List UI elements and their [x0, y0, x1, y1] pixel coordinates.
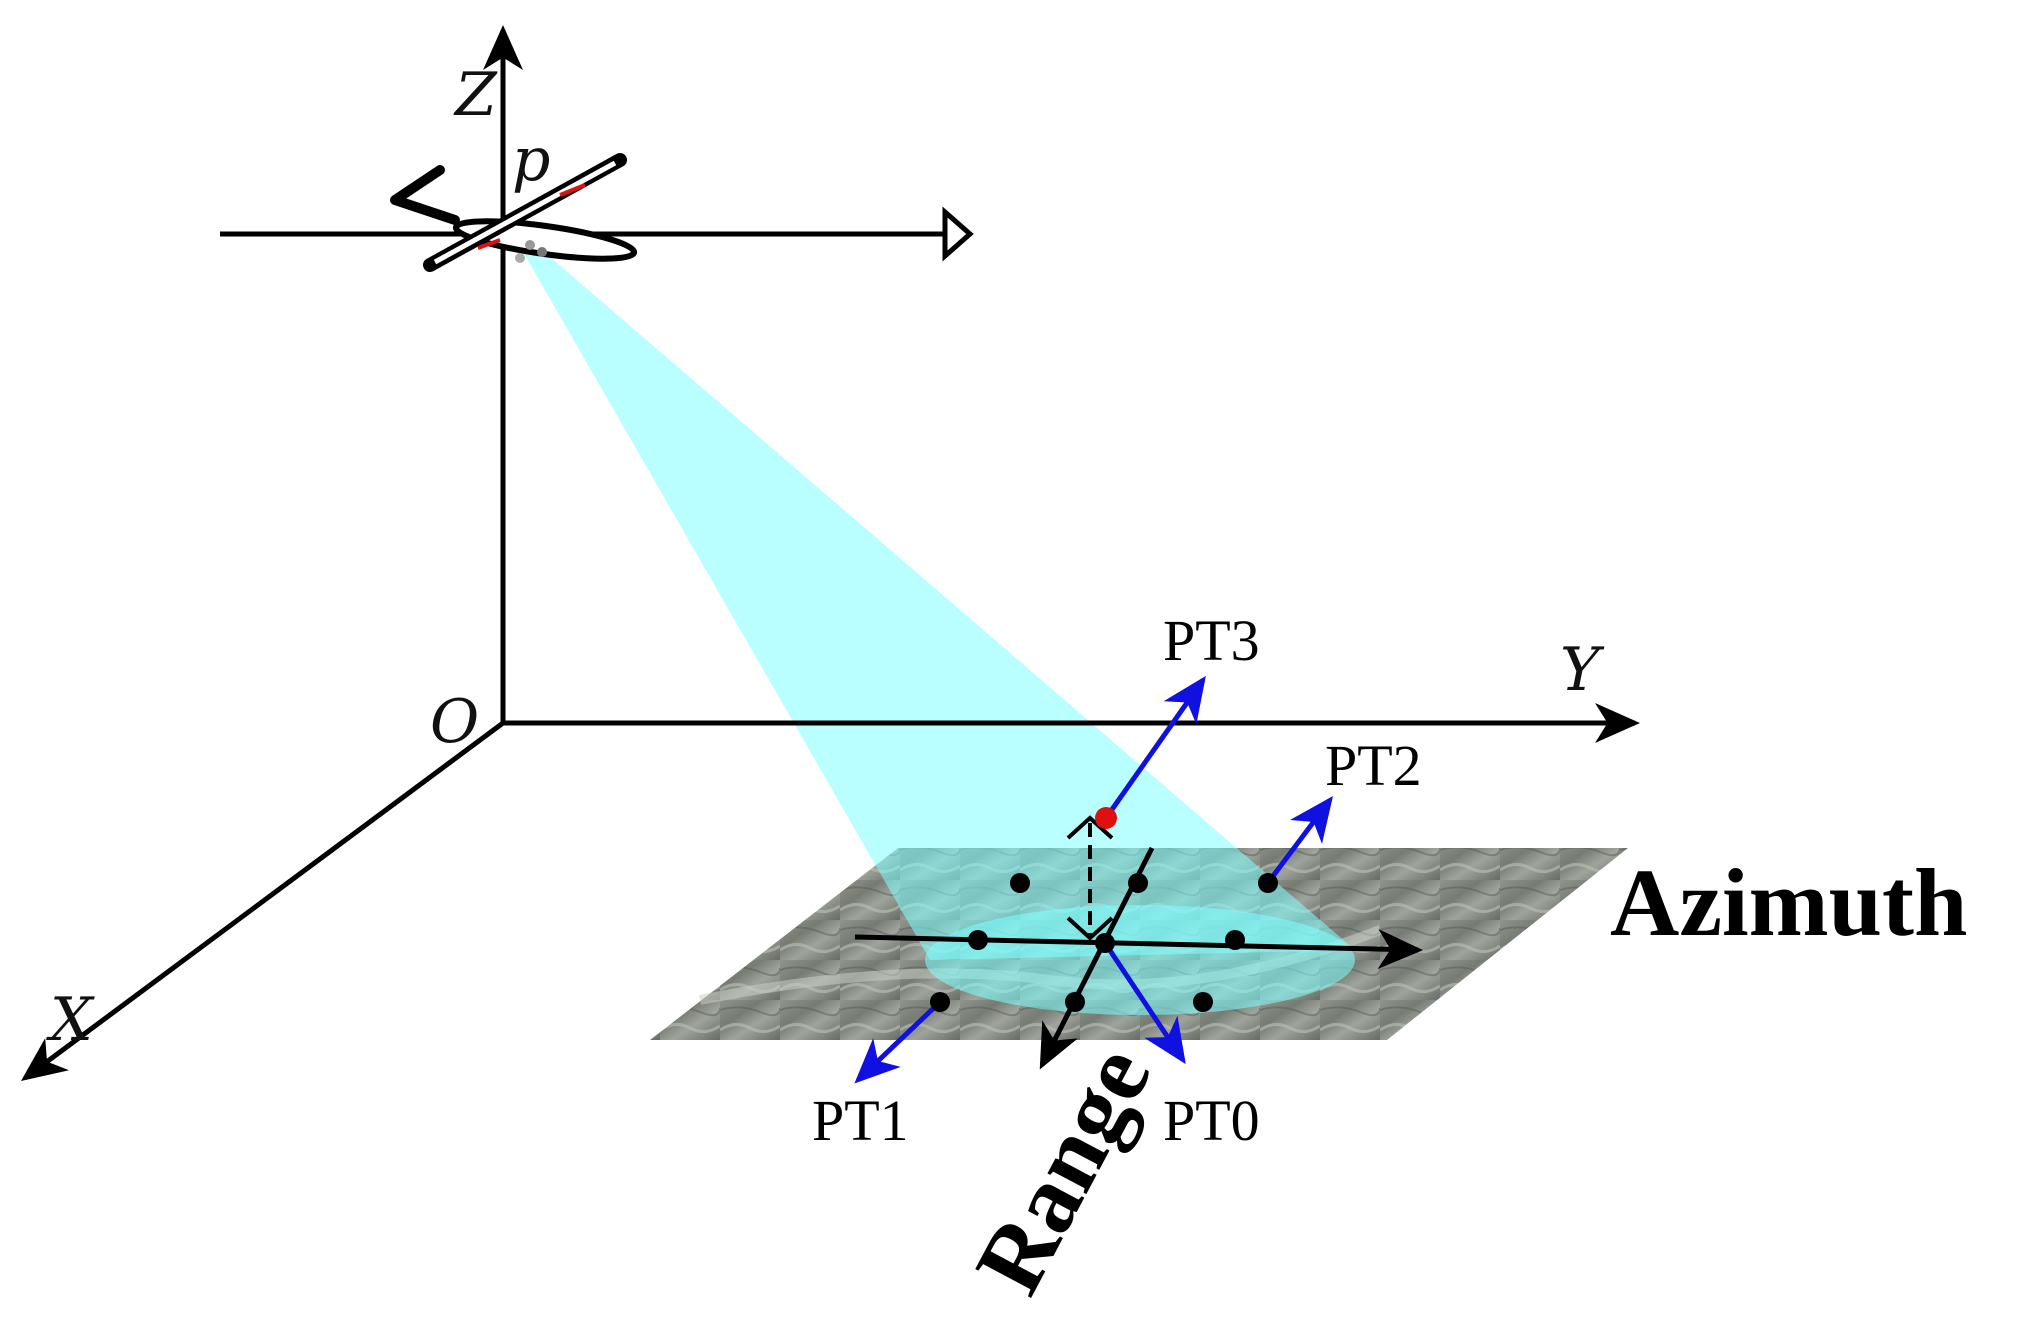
pt0-vector [1102, 941, 1186, 1065]
x-axis-label: X [46, 985, 95, 1055]
pt0-label: PT0 [1163, 1088, 1260, 1153]
z-axis-label: Z [453, 60, 498, 130]
pt2-label: PT2 [1325, 733, 1422, 798]
x-axis [20, 720, 505, 1081]
radar-beam-cone [515, 238, 1355, 960]
target-dot [1010, 873, 1030, 893]
height-arrow-up [1066, 815, 1114, 840]
target-dot [1225, 930, 1245, 950]
pt3-label: PT3 [1163, 608, 1260, 673]
pt2-vector [1268, 796, 1333, 882]
aircraft-icon [390, 153, 638, 272]
y-axis-label: Y [1560, 635, 1605, 705]
origin-label: O [430, 687, 479, 757]
platform-label: p [512, 125, 550, 195]
target-dot [1193, 992, 1213, 1012]
target-dot [930, 992, 950, 1012]
target-dot [1258, 873, 1278, 893]
target-dot [1128, 873, 1148, 893]
azimuth-axis [854, 929, 1423, 970]
target-dot [1095, 933, 1115, 953]
beam-footprint [925, 905, 1355, 1015]
height-arrow-down [1066, 916, 1114, 941]
ground-targets [930, 873, 1278, 1012]
pt1-vector [854, 1000, 942, 1084]
range-label: Range [954, 1029, 1171, 1310]
elevated-target-point [1095, 807, 1117, 829]
pt1-label: PT1 [812, 1088, 909, 1153]
target-dot [968, 930, 988, 950]
azimuth-label: Azimuth [1610, 849, 1967, 956]
flight-direction-arrowhead [942, 206, 974, 262]
pt3-vector [1103, 675, 1206, 820]
target-dot [1065, 992, 1085, 1012]
